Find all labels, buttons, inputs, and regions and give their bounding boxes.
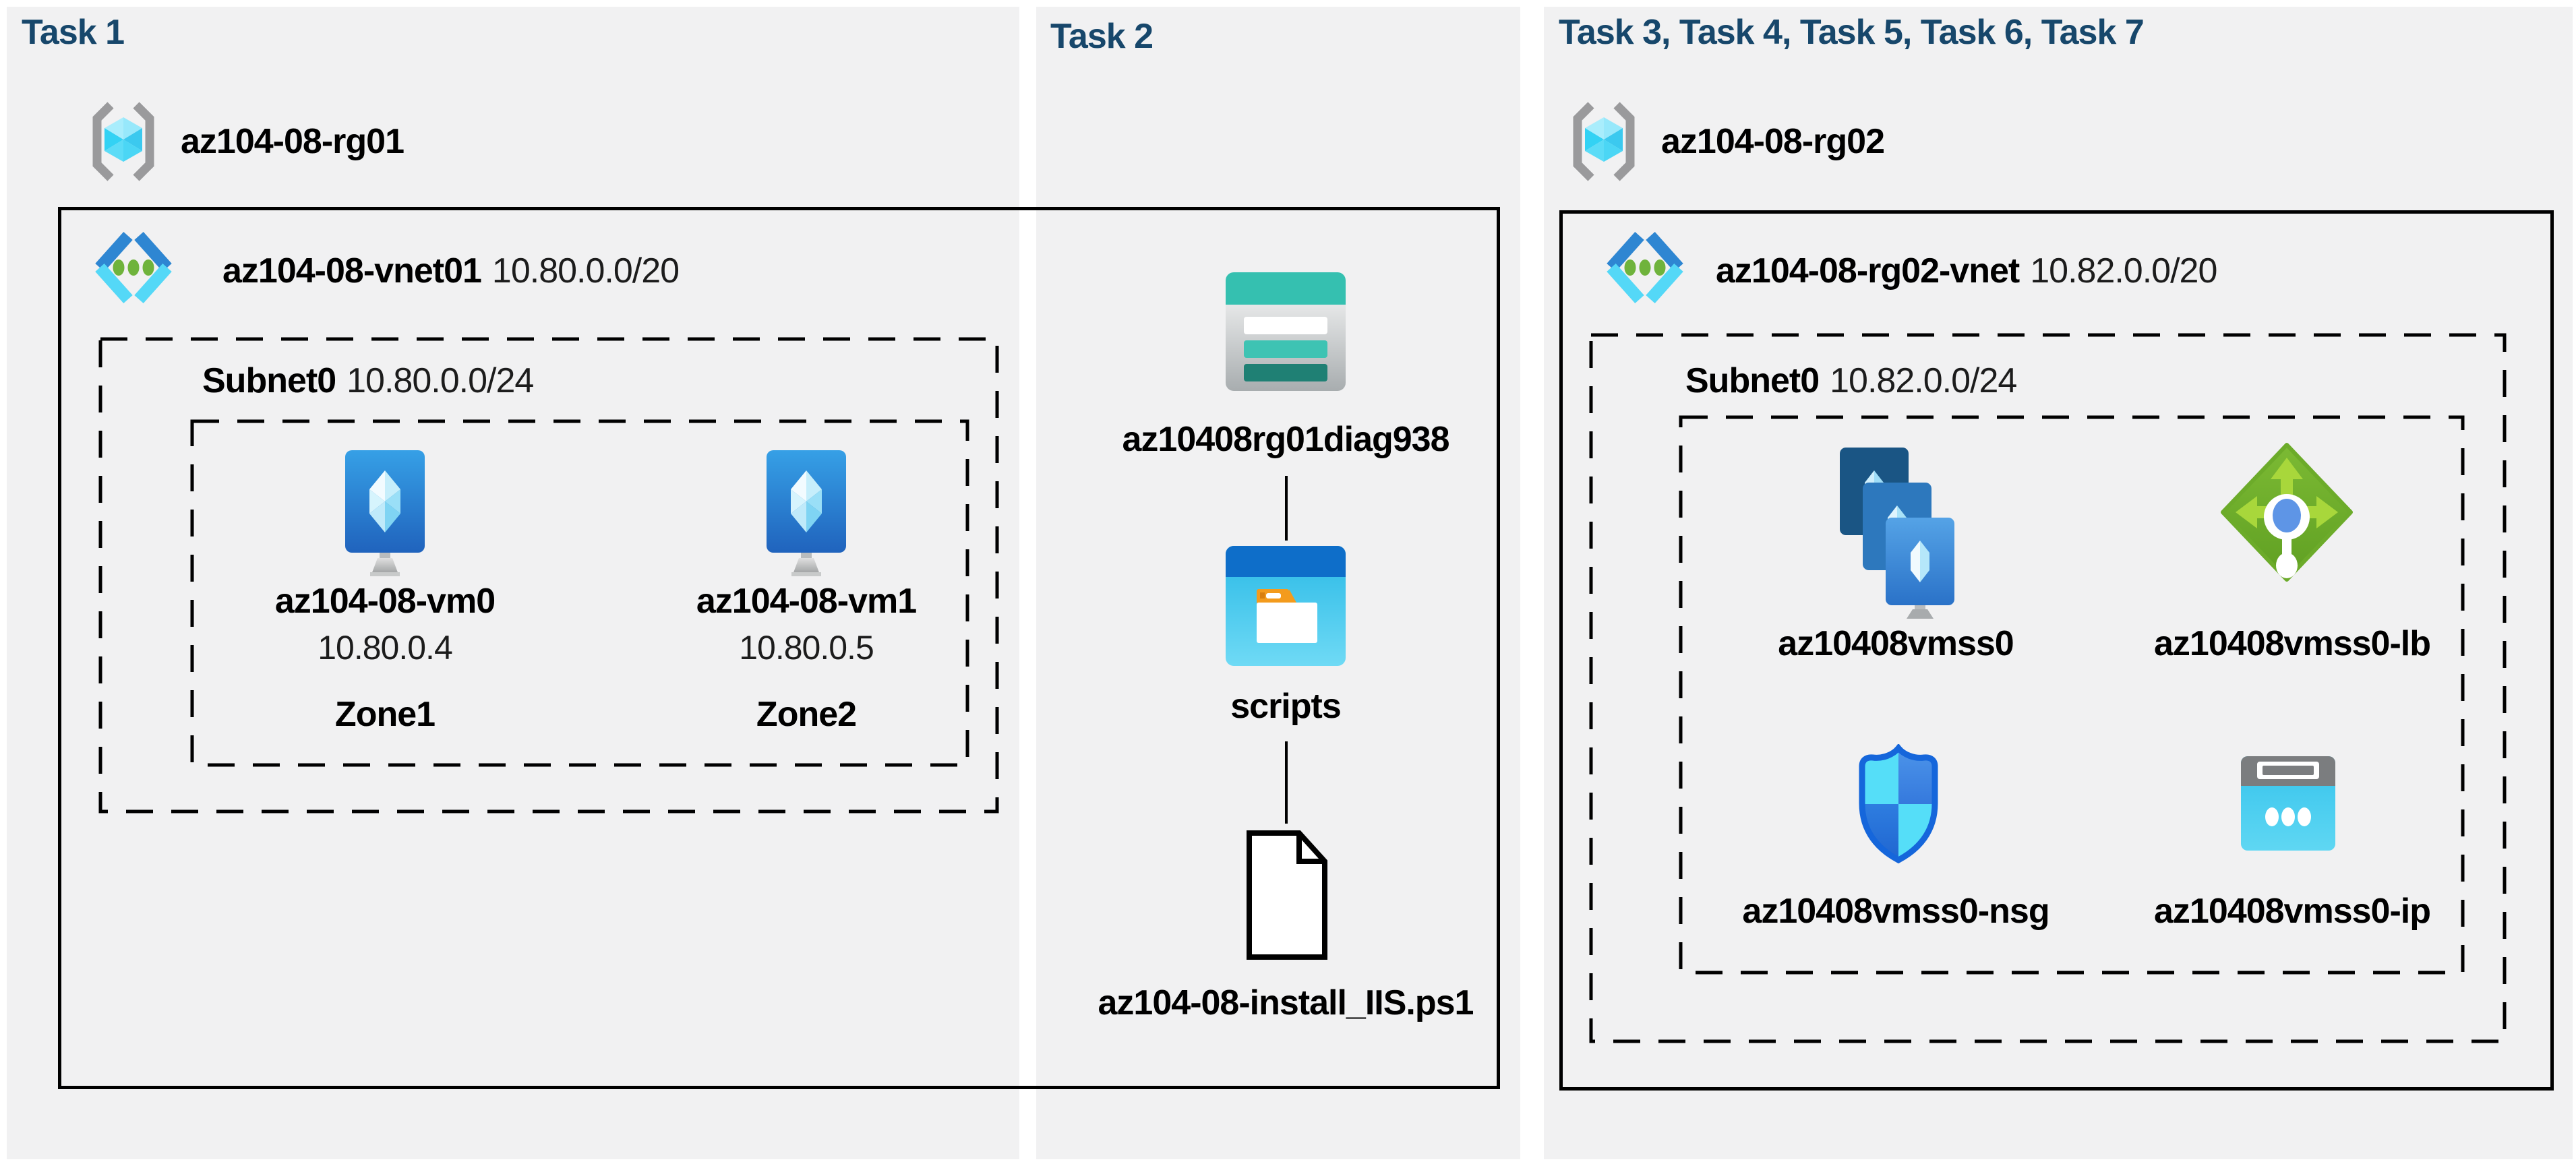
vnet-cidr: 10.80.0.0/20 [491,251,680,290]
storage-account-name: az10408rg01diag938 [1122,420,1449,459]
vm-icon [345,450,425,576]
resource-group-icon [92,102,154,181]
connector-line [1285,476,1288,541]
subnet-name: Subnet0 [1685,361,1820,400]
vnet-name: az104-08-rg02-vnet [1716,251,2020,290]
vm-name: az104-08-vm1 [696,582,917,621]
vmss-icon [1840,448,1954,619]
virtual-network-icon [1607,232,1683,303]
subnet-name: Subnet0 [202,361,336,400]
container-name: scripts [1230,687,1342,726]
vnet-cidr: 10.82.0.0/20 [2030,251,2217,290]
rg01-box [58,207,1500,1089]
vm-icon [767,450,846,576]
resource-group-icon [1573,102,1635,181]
vm-ip: 10.80.0.4 [318,629,453,667]
vm-name: az104-08-vm0 [274,582,496,621]
task3-title: Task 3, Task 4, Task 5, Task 6, Task 7 [1559,13,2145,52]
vmss-group-box [1679,415,2465,975]
nsg-icon [1859,744,1938,864]
load-balancer-name: az10408vmss0-lb [2154,624,2431,663]
powershell-file-icon [1247,830,1327,960]
load-balancer-icon [2221,443,2353,582]
task2-title: Task 2 [1050,17,1154,56]
vm-group-box [190,419,969,767]
subnet-cidr: 10.80.0.0/24 [347,361,534,400]
subnet-label: Subnet0 10.82.0.0/24 [1685,361,2017,401]
subnet-box [98,337,999,814]
subnet-box [1589,333,2507,1043]
vmss-name: az10408vmss0 [1778,624,2014,663]
vnet-name: az104-08-vnet01 [222,251,482,290]
panel-task1 [7,7,1019,1159]
subnet-label: Subnet0 10.80.0.0/24 [202,361,534,401]
virtual-network-icon [95,232,172,303]
public-ip-icon [2241,756,2335,851]
resource-group-name: az104-08-rg02 [1661,122,1885,161]
public-ip-name: az10408vmss0-ip [2154,892,2431,931]
vm-zone: Zone1 [334,695,436,734]
vnet-label: az104-08-rg02-vnet 10.82.0.0/20 [1716,251,2217,291]
resource-group-name: az104-08-rg01 [181,122,405,161]
panel-task3 [1544,7,2573,1159]
task1-title: Task 1 [22,13,125,52]
blob-container-icon [1226,546,1346,666]
nsg-name: az10408vmss0-nsg [1742,892,2049,931]
subnet-cidr: 10.82.0.0/24 [1830,361,2017,400]
rg02-box [1559,210,2554,1091]
vm-ip: 10.80.0.5 [739,629,874,667]
vm-zone: Zone2 [756,695,857,734]
storage-account-icon [1226,272,1346,391]
file-name: az104-08-install_IIS.ps1 [1098,983,1474,1022]
connector-line [1285,741,1288,824]
